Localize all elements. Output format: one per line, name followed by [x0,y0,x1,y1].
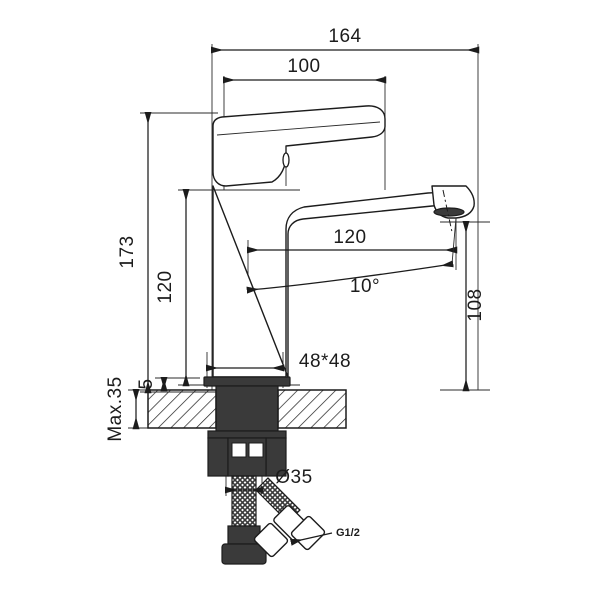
faucet-silhouette [147,105,475,565]
label-angle-10: 10° [350,276,380,297]
label-max35: Max.35 [105,376,126,441]
dimension-lines [132,46,480,494]
countertop-right [277,389,347,429]
label-164: 164 [328,26,361,47]
label-100: 100 [287,56,320,77]
aerator-outlet [433,207,465,217]
mounting-nut-left [207,437,229,477]
lock-washer [207,430,287,439]
label-48x48: 48*48 [299,351,351,372]
hose-nut [221,543,267,565]
angled-supply-branch [253,477,326,558]
supply-hose-braided [231,475,257,527]
label-173: 173 [117,235,138,268]
lever-handle [212,105,386,187]
dimension-labels: 164 100 173 120 120 108 10° 48*48 5 Max.… [105,26,486,539]
label-5: 5 [136,378,157,389]
label-120-reach: 120 [333,227,366,248]
thread-leader-line [290,532,333,546]
deck-escutcheon [203,376,291,387]
label-g12: G1/2 [336,527,360,539]
dimline-angle-10 [246,260,454,294]
label-120-height: 120 [155,270,176,303]
countertop-left [147,389,217,429]
label-108: 108 [465,288,486,321]
faucet-body-spout [212,185,457,378]
mounting-shank [215,385,279,432]
label-dia35: Ø35 [275,467,312,488]
